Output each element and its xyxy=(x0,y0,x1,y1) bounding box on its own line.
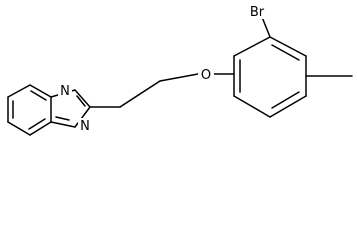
bond xyxy=(269,95,307,118)
double-bond xyxy=(55,116,70,121)
double-bond xyxy=(271,91,300,109)
double-bond xyxy=(28,118,46,130)
bond xyxy=(269,36,307,57)
oxygen-label: O xyxy=(201,68,211,83)
bond xyxy=(7,121,31,136)
bond xyxy=(29,121,52,136)
bond xyxy=(74,106,91,128)
bond xyxy=(29,84,52,98)
pyridine-ring xyxy=(7,84,52,136)
bond xyxy=(233,36,271,57)
benzene-ring xyxy=(233,36,307,118)
bond xyxy=(119,80,161,108)
substituents xyxy=(211,16,353,77)
bond xyxy=(159,73,199,82)
bond xyxy=(50,121,76,128)
pyridine-nitrogen-label: N xyxy=(60,84,70,99)
bond xyxy=(74,89,91,108)
bond xyxy=(233,95,271,118)
double-bond xyxy=(271,44,300,61)
atom-labels: N N O Br xyxy=(58,3,269,134)
molecule-drawing: N N O Br xyxy=(7,3,353,136)
bromine-label: Br xyxy=(250,5,265,20)
linker xyxy=(89,73,199,108)
double-bond xyxy=(30,90,47,101)
bond xyxy=(261,16,271,38)
bond xyxy=(7,84,31,98)
imidazole-nitrogen-label: N xyxy=(80,119,90,134)
double-bond xyxy=(76,95,86,107)
structure-diagram: N N O Br xyxy=(7,3,353,136)
